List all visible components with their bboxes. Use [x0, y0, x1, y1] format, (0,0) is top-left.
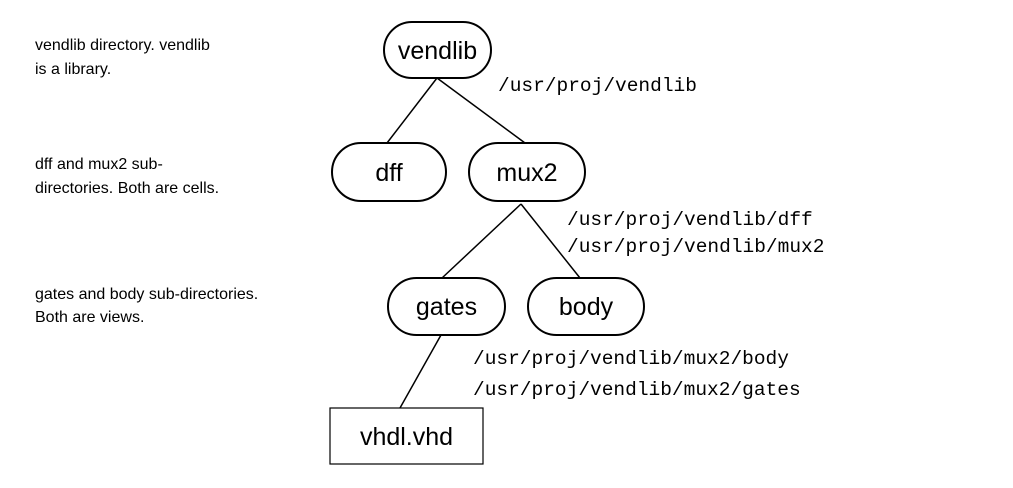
note-library-line-1: vendlib directory. vendlib	[35, 37, 210, 54]
edge-mux2-body	[520, 203, 581, 279]
note-library: vendlib directory. vendlib is a library.	[35, 37, 210, 78]
path-body: /usr/proj/vendlib/mux2/body	[473, 348, 789, 370]
node-dff: dff	[331, 142, 447, 202]
note-library-line-2: is a library.	[35, 61, 111, 78]
path-vendlib: /usr/proj/vendlib	[498, 75, 697, 97]
node-gates-label: gates	[416, 293, 477, 321]
path-mux2: /usr/proj/vendlib/mux2	[567, 236, 824, 258]
node-mux2: mux2	[468, 142, 586, 202]
edge-vendlib-dff	[386, 77, 438, 144]
path-dff: /usr/proj/vendlib/dff	[567, 209, 813, 231]
node-dff-shape	[331, 142, 447, 202]
node-vendlib: vendlib	[383, 21, 492, 79]
note-views-line-2: Both are views.	[35, 309, 144, 326]
node-vhdl-file: vhdl.vhd	[329, 407, 484, 465]
note-cells: dff and mux2 sub- directories. Both are …	[35, 156, 219, 197]
edge-mux2-gates	[441, 203, 522, 279]
node-body-label: body	[559, 293, 614, 321]
node-mux2-label: mux2	[496, 159, 557, 187]
node-gates: gates	[387, 277, 506, 336]
node-dff-label: dff	[375, 159, 402, 187]
note-views-line-1: gates and body sub-directories.	[35, 286, 258, 303]
node-body-shape	[527, 277, 645, 336]
node-gates-shape	[387, 277, 506, 336]
node-body: body	[527, 277, 645, 336]
node-mux2-shape	[468, 142, 586, 202]
path-gates: /usr/proj/vendlib/mux2/gates	[473, 379, 801, 401]
node-vhdl-file-label: vhdl.vhd	[360, 423, 453, 451]
node-vhdl-file-shape	[329, 407, 484, 465]
note-cells-line-1: dff and mux2 sub-	[35, 156, 163, 173]
edge-vendlib-mux2	[436, 77, 526, 144]
edge-gates-vhdl	[399, 334, 442, 409]
node-vendlib-label: vendlib	[398, 37, 477, 65]
note-views: gates and body sub-directories. Both are…	[35, 286, 258, 326]
node-vendlib-shape	[383, 21, 492, 79]
note-cells-line-2: directories. Both are cells.	[35, 180, 219, 197]
